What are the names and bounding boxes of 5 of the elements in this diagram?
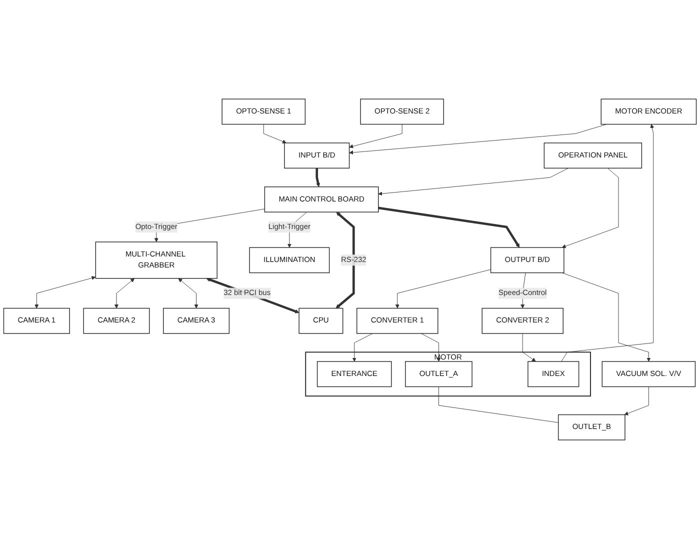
arrow (336, 212, 355, 308)
connector (438, 386, 559, 423)
arrow (316, 168, 320, 188)
arrow (378, 206, 520, 248)
arrow (206, 278, 300, 314)
